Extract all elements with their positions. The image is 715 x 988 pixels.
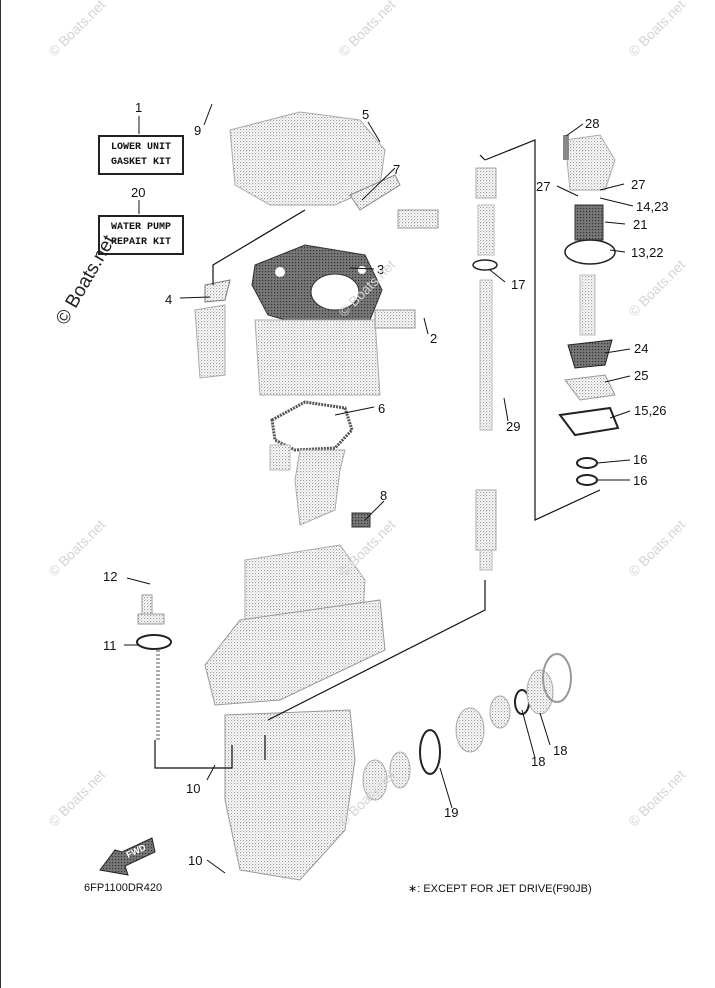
gasket-3 bbox=[251, 244, 383, 331]
callout-3: 3 bbox=[377, 262, 385, 277]
callout-12: 12 bbox=[103, 569, 118, 584]
exhaust-body bbox=[194, 279, 416, 396]
callout-5: 5 bbox=[362, 107, 370, 122]
callout-25: 25 bbox=[634, 368, 649, 383]
callout-7: 7 bbox=[393, 162, 401, 177]
callout-9: 9 bbox=[194, 123, 202, 138]
callout-21: 21 bbox=[633, 217, 648, 232]
callout-15-26: 15,26 bbox=[634, 403, 667, 418]
group-outline bbox=[154, 139, 601, 769]
callout-14-23: 14,23 bbox=[636, 199, 669, 214]
callout-13-22: 13,22 bbox=[631, 245, 664, 260]
callout-8: 8 bbox=[380, 488, 388, 503]
propeller-shaft-parts bbox=[362, 653, 572, 801]
kit-box-gasket: LOWER UNIT GASKET KIT bbox=[98, 135, 184, 175]
kit-box-water-pump: WATER PUMP REPAIR KIT bbox=[98, 215, 184, 255]
kit-box-line2: REPAIR KIT bbox=[110, 237, 171, 248]
callout-24: 24 bbox=[634, 341, 649, 356]
callout-6: 6 bbox=[378, 401, 386, 416]
callout-18-right: 18 bbox=[553, 743, 568, 758]
gasket-6 bbox=[270, 400, 354, 452]
callout-27-left: 27 bbox=[536, 179, 551, 194]
callout-19: 19 bbox=[444, 805, 459, 820]
callout-11: 11 bbox=[103, 638, 117, 653]
callout-4: 4 bbox=[165, 292, 173, 307]
diagram-code: 6FP1100DR420 bbox=[84, 882, 163, 894]
callout-2: 2 bbox=[430, 331, 438, 346]
diagram-note: ∗: EXCEPT FOR JET DRIVE(F90JB) bbox=[408, 883, 592, 895]
kit-number-1: 1 bbox=[135, 100, 143, 115]
water-pump-stack bbox=[558, 134, 620, 486]
bolt-12-assembly bbox=[136, 594, 172, 740]
callout-27-right: 27 bbox=[631, 177, 646, 192]
callout-18-left: 18 bbox=[531, 754, 546, 769]
callout-10-upper: 10 bbox=[186, 781, 201, 796]
callout-28: 28 bbox=[585, 116, 600, 131]
callout-17: 17 bbox=[511, 277, 526, 292]
callout-16-lower: 16 bbox=[633, 473, 648, 488]
gear-case bbox=[204, 544, 386, 881]
exhaust-pipe bbox=[269, 444, 371, 528]
kit-number-20: 20 bbox=[131, 185, 146, 200]
callout-16-upper: 16 bbox=[633, 452, 648, 467]
drive-shaft bbox=[472, 167, 498, 571]
callout-29: 29 bbox=[506, 419, 521, 434]
kit-box-line1: WATER PUMP bbox=[110, 222, 171, 233]
kit-box-line1: LOWER UNIT bbox=[110, 142, 171, 153]
kit-box-line2: GASKET KIT bbox=[110, 157, 171, 168]
leader-lines bbox=[124, 103, 634, 874]
upper-casing bbox=[229, 111, 439, 229]
fwd-arrow bbox=[99, 837, 156, 876]
callout-10-lower: 10 bbox=[188, 853, 203, 868]
